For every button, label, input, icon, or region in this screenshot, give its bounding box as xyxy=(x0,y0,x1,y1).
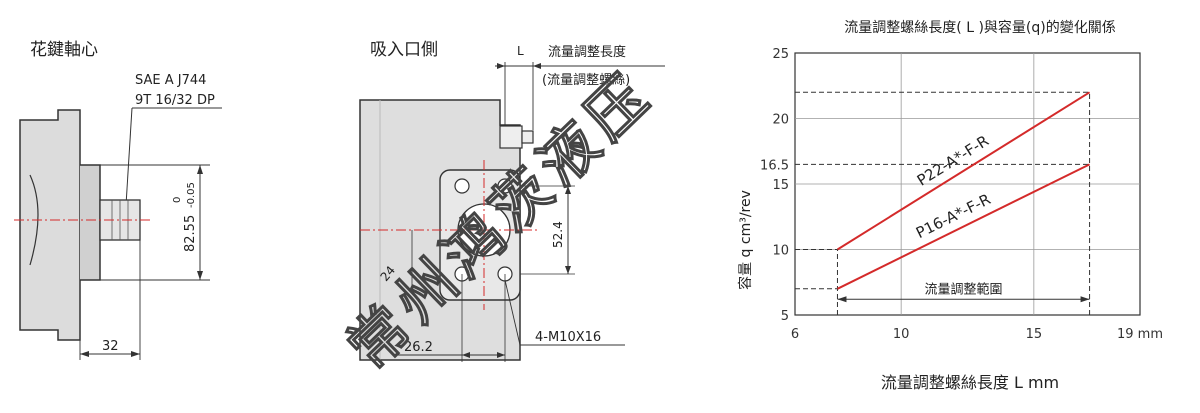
x-axis-label: 流量調整螺絲長度 L mm xyxy=(881,373,1059,392)
x-tick-labels: 6 10 15 19 mm xyxy=(791,327,1163,342)
inlet-side-drawing: 吸入口側 L 流量調整長度 (流量調整螺絲) 52.4 24 xyxy=(359,40,665,362)
y-tick-0: 5 xyxy=(781,309,789,324)
spec-leader xyxy=(125,107,133,206)
bolt-spec: 4-M10X16 xyxy=(535,330,601,345)
series-line-1 xyxy=(837,163,1091,290)
dim-26-2: 26.2 xyxy=(404,340,433,355)
y-tick-2: 15 xyxy=(772,178,789,193)
chart-helper-lines xyxy=(795,91,1091,315)
series-line-0 xyxy=(836,91,1091,251)
adjust-screw-tip xyxy=(521,130,534,144)
spline-shaft-drawing: 花鍵軸心 SAE A J744 9T 16/32 DP 82.55 0 -0.0… xyxy=(14,40,222,360)
adjust-range: 流量調整範圍 xyxy=(837,278,1090,303)
dim-diameter: 82.55 xyxy=(183,215,198,252)
dim-tol-lower: -0.05 xyxy=(186,182,197,208)
x-tick-1: 10 xyxy=(893,327,910,342)
label-L: L xyxy=(517,44,524,58)
spline-spec-line2: 9T 16/32 DP xyxy=(135,93,215,108)
pilot-boss xyxy=(80,164,101,281)
screw-label-line2: (流量調整螺絲) xyxy=(542,73,630,88)
bolt-hole-1 xyxy=(454,178,470,194)
y-tick-3: 16.5 xyxy=(760,158,789,173)
y-tick-labels: 5 10 15 16.5 20 25 xyxy=(760,47,789,324)
adjust-screw-nut xyxy=(499,125,523,149)
bolt-hole-2 xyxy=(497,178,513,194)
spline-title: 花鍵軸心 xyxy=(30,40,98,60)
y-tick-1: 10 xyxy=(772,244,789,259)
inlet-title: 吸入口側 xyxy=(370,40,438,60)
chart-grid xyxy=(795,53,1140,315)
y-tick-4: 20 xyxy=(772,113,789,128)
body-curve xyxy=(29,174,39,266)
flange-body xyxy=(19,109,81,341)
y-tick-5: 25 xyxy=(772,47,789,62)
x-tick-2: 15 xyxy=(1026,327,1043,342)
y-axis-label: 容量 q cm³/rev xyxy=(737,190,754,290)
spline-spec-line1: SAE A J744 xyxy=(135,73,206,88)
dim-tol-upper: 0 xyxy=(172,197,183,203)
x-tick-0: 6 xyxy=(791,327,799,342)
flow-adjust-chart: 流量調整螺絲長度( L )與容量(q)的變化關係 P22-A*-F-RP16-A… xyxy=(737,19,1163,392)
dim-52-4: 52.4 xyxy=(551,221,565,248)
chart-title: 流量調整螺絲長度( L )與容量(q)的變化關係 xyxy=(844,19,1115,36)
dim-length: 32 xyxy=(102,339,119,354)
range-label: 流量調整範圍 xyxy=(925,282,1003,297)
screw-label-line1: 流量調整長度 xyxy=(548,44,626,60)
x-tick-3: 19 mm xyxy=(1117,327,1163,342)
range-label-bg xyxy=(915,278,1012,297)
